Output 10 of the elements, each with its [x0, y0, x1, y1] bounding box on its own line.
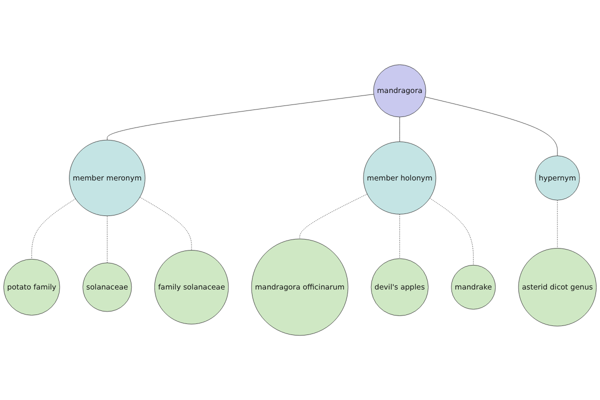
connector — [399, 214, 400, 259]
connector — [106, 216, 108, 263]
connector — [106, 94, 374, 140]
connector — [399, 116, 400, 142]
connector — [140, 196, 192, 250]
connector — [32, 198, 76, 260]
connector — [300, 194, 368, 240]
connector — [430, 198, 474, 266]
connector — [557, 200, 558, 248]
connector — [424, 96, 558, 156]
